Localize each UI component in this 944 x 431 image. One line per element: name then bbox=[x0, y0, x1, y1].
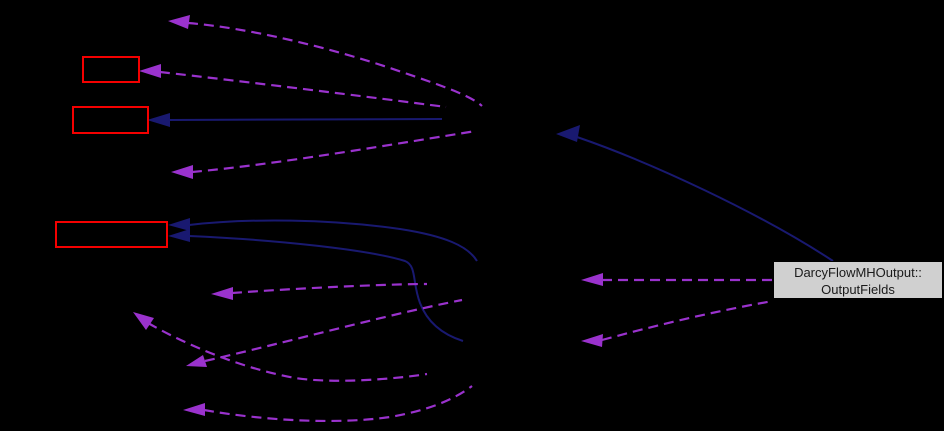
dashed-arrowhead-top bbox=[168, 15, 190, 29]
dashed-edge-diagonal bbox=[147, 322, 428, 382]
truncated-node-bottom[interactable] bbox=[55, 221, 168, 248]
current-class-label-line1: DarcyFlowMHOutput:: bbox=[794, 265, 922, 280]
solid-arrowhead-node2 bbox=[147, 113, 170, 127]
dashed-arrowhead-bottom bbox=[183, 403, 205, 416]
current-class-label-line2: OutputFields bbox=[821, 282, 895, 297]
dashed-arrowhead-from-current-sloped bbox=[581, 334, 603, 347]
solid-edge-to-node3-lower bbox=[188, 235, 464, 342]
solid-edge-group bbox=[147, 113, 834, 342]
solid-arrowhead-node3-upper bbox=[168, 218, 190, 231]
solid-edge-to-node2 bbox=[167, 118, 443, 121]
dashed-edge-rising bbox=[204, 298, 463, 363]
dashed-arrowhead-node1 bbox=[139, 64, 161, 78]
solid-arrowhead-node3-lower bbox=[168, 229, 190, 242]
dashed-arrowhead-diagonal bbox=[133, 312, 154, 330]
dashed-edge-top-arc bbox=[187, 21, 483, 107]
solid-arrowhead-center bbox=[556, 125, 580, 142]
dashed-edge-from-current-sloped bbox=[601, 299, 774, 342]
truncated-node-top[interactable] bbox=[82, 56, 140, 83]
dashed-arrowhead-from-current-horizontal bbox=[581, 273, 603, 286]
dashed-edge-to-node1 bbox=[159, 70, 447, 109]
truncated-node-middle[interactable] bbox=[72, 106, 149, 134]
dashed-edge-mid-left bbox=[191, 129, 477, 174]
current-class-node: DarcyFlowMHOutput:: OutputFields bbox=[773, 261, 943, 299]
dashed-arrowhead-mid-left bbox=[171, 165, 193, 179]
dashed-edge-bottom-arc bbox=[203, 385, 473, 423]
dashed-edge-lower-horizontal bbox=[231, 282, 428, 295]
solid-edge-from-current-node bbox=[576, 136, 834, 262]
dashed-edge-group bbox=[133, 15, 774, 423]
dashed-arrowhead-rising bbox=[186, 355, 207, 367]
solid-edge-to-node3-upper bbox=[188, 219, 478, 262]
dashed-arrowhead-lower-horizontal bbox=[211, 287, 233, 300]
